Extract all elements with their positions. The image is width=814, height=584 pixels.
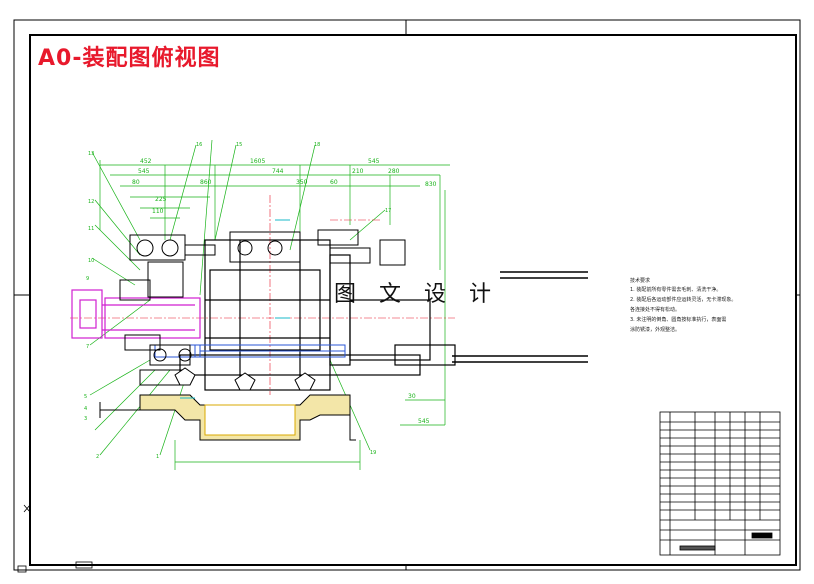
dim-545-c: 545 (418, 418, 430, 425)
svg-text:13: 13 (88, 151, 94, 157)
dim-280: 280 (388, 168, 400, 175)
dim-110: 110 (152, 208, 164, 215)
left-gear-stack (119, 279, 316, 391)
svg-text:7: 7 (86, 344, 89, 350)
svg-text:9: 9 (86, 276, 89, 282)
svg-text:11: 11 (88, 226, 94, 232)
svg-text:1: 1 (156, 454, 159, 460)
dim-452: 452 (140, 158, 152, 165)
dim-1605: 1605 (250, 158, 265, 165)
main-housing (179, 239, 456, 391)
svg-text:16: 16 (196, 142, 202, 148)
technical-notes-title: 技术要求 (630, 278, 651, 284)
coupling-part (71, 289, 201, 339)
cyan-accents (180, 219, 290, 399)
dim-744: 744 (272, 168, 284, 175)
right-rails (452, 271, 588, 363)
svg-text:17: 17 (385, 208, 391, 214)
svg-text:3: 3 (84, 416, 87, 422)
technical-note: 涂防锈漆，外观整洁。 (630, 327, 681, 333)
dimension-labels: 452 1605 545 545 744 210 280 80 860 350 … (132, 158, 437, 425)
svg-text:19: 19 (370, 450, 376, 456)
technical-note: 各连接处不得有松动。 (630, 307, 681, 313)
dim-545-b: 545 (138, 168, 150, 175)
technical-note: 3. 未注明的倒角、圆角按标准执行，表面需 (630, 317, 727, 323)
svg-text:2: 2 (96, 454, 99, 460)
svg-text:18: 18 (314, 142, 320, 148)
dimension-lines (89, 139, 450, 470)
title-block (659, 411, 781, 556)
dim-545-a: 545 (368, 158, 380, 165)
dim-210: 210 (352, 168, 364, 175)
technical-note: 2. 装配后各运动部件应运转灵活，无卡滞现象。 (630, 297, 737, 303)
technical-note: 1. 装配前所有零件需去毛刺、清洗干净。 (630, 287, 722, 293)
svg-text:15: 15 (236, 142, 242, 148)
dim-350: 350 (296, 179, 308, 186)
drawing-title: A0-装配图俯视图 (38, 46, 221, 71)
svg-text:4: 4 (84, 406, 87, 412)
top-mechanism (129, 229, 406, 298)
dim-30: 30 (408, 393, 416, 400)
svg-text:12: 12 (88, 199, 94, 205)
dim-860: 860 (200, 179, 212, 186)
svg-text:10: 10 (88, 258, 94, 264)
part-numbers: 13 12 11 10 9 7 5 4 3 2 1 16 15 18 17 19 (84, 142, 391, 460)
base-frame (99, 394, 356, 441)
center-lines (70, 195, 455, 395)
dim-830: 830 (425, 181, 437, 188)
dim-225: 225 (155, 196, 167, 203)
corner-marks (17, 504, 93, 573)
dim-80: 80 (132, 179, 140, 186)
dim-60: 60 (330, 179, 338, 186)
svg-text:5: 5 (84, 394, 87, 400)
sheet-inner-border (29, 34, 797, 566)
border-ticks (14, 20, 800, 570)
watermark-text: 图 文 设 计 (334, 282, 499, 307)
